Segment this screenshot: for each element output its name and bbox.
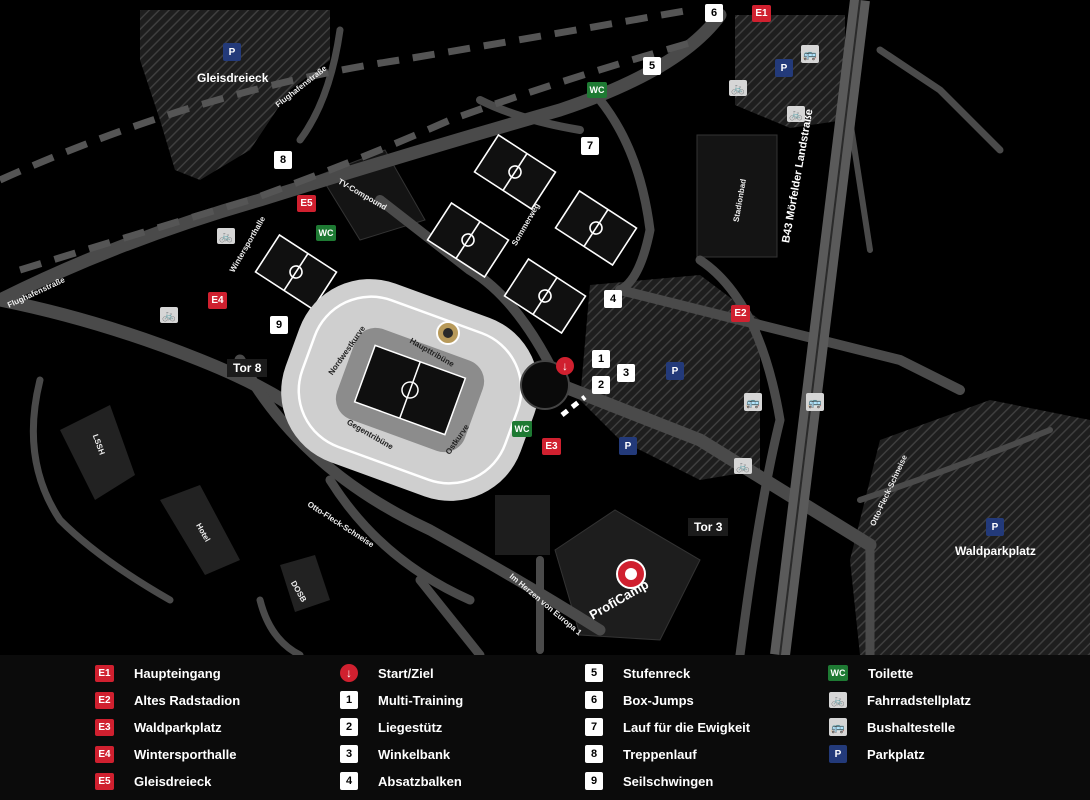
- legend-2: 2 Liegestütz: [340, 717, 442, 737]
- station-3-marker[interactable]: 3: [617, 364, 635, 382]
- legend-label: Wintersporthalle: [134, 746, 237, 762]
- station-badge: 3: [340, 745, 358, 763]
- legend-6: 6 Box-Jumps: [585, 690, 694, 710]
- legend-4: 4 Absatzbalken: [340, 771, 462, 791]
- station-6-marker[interactable]: 6: [705, 4, 723, 22]
- station-badge: 1: [340, 691, 358, 709]
- station-badge: 2: [340, 718, 358, 736]
- legend-label: Winkelbank: [378, 746, 451, 762]
- legend-5: 5 Stufenreck: [585, 663, 690, 683]
- wc-badge: WC: [828, 665, 848, 681]
- legend-e2: E2 Altes Radstadion: [95, 690, 240, 710]
- entrance-badge: E2: [95, 691, 114, 709]
- legend-label: Toilette: [868, 665, 914, 681]
- wc-marker[interactable]: WC: [316, 225, 336, 241]
- site-map: Gleisdreieck Waldparkplatz Tor 8 Tor 3 L…: [0, 0, 1090, 660]
- station-8-marker[interactable]: 8: [274, 151, 292, 169]
- entrance-badge: E4: [95, 745, 114, 763]
- legend-label: Liegestütz: [378, 719, 443, 735]
- parking-badge: P: [829, 745, 847, 763]
- entrance-e4-marker[interactable]: E4: [208, 292, 227, 309]
- station-7-marker[interactable]: 7: [581, 137, 599, 155]
- legend-9: 9 Seilschwingen: [585, 771, 713, 791]
- legend-label: Waldparkplatz: [134, 719, 222, 735]
- legend-label: Parkplatz: [867, 746, 925, 762]
- stadium: [281, 279, 539, 501]
- gate-tor8: Tor 8: [227, 359, 268, 377]
- entrance-e5-marker[interactable]: E5: [297, 195, 316, 212]
- legend-label: Lauf für die Ewigkeit: [623, 719, 751, 735]
- legend-bike: 🚲 Fahrradstellplatz: [829, 690, 971, 710]
- gleisdreieck-area: [140, 10, 330, 180]
- legend-e3: E3 Waldparkplatz: [95, 717, 222, 737]
- station-5-marker[interactable]: 5: [643, 57, 661, 75]
- station-2-marker[interactable]: 2: [592, 376, 610, 394]
- entrance-e3-marker[interactable]: E3: [542, 438, 561, 455]
- legend-1: 1 Multi-Training: [340, 690, 463, 710]
- arrow-down-circle-icon[interactable]: ↓: [556, 357, 574, 375]
- legend-wc: WC Toilette: [828, 663, 913, 683]
- bicycle-icon[interactable]: 🚲: [787, 106, 805, 122]
- legend-bus: 🚌 Bushaltestelle: [829, 717, 955, 737]
- place-gleisdreieck: Gleisdreieck: [197, 71, 269, 85]
- parking-marker[interactable]: P: [775, 59, 793, 77]
- entrance-badge: E3: [95, 718, 114, 736]
- bus-icon[interactable]: 🚌: [801, 45, 819, 63]
- legend-label: Start/Ziel: [378, 665, 434, 681]
- legend-label: Absatzbalken: [378, 773, 462, 789]
- arrow-down-circle-icon: ↓: [340, 664, 358, 682]
- legend-7: 7 Lauf für die Ewigkeit: [585, 717, 750, 737]
- legend-label: Seilschwingen: [623, 773, 714, 789]
- waldparkplatz-area: [850, 400, 1090, 655]
- bus-icon[interactable]: 🚌: [806, 393, 824, 411]
- bicycle-icon[interactable]: 🚲: [734, 458, 752, 474]
- place-waldparkplatz: Waldparkplatz: [955, 544, 1036, 558]
- legend-label: Stufenreck: [623, 665, 691, 681]
- legend-e5: E5 Gleisdreieck: [95, 771, 211, 791]
- legend-label: Bushaltestelle: [867, 719, 956, 735]
- parking-marker[interactable]: P: [619, 437, 637, 455]
- station-9-marker[interactable]: 9: [270, 316, 288, 334]
- entrance-badge: E5: [95, 772, 114, 790]
- bus-icon[interactable]: 🚌: [744, 393, 762, 411]
- station-badge: 8: [585, 745, 603, 763]
- bus-icon: 🚌: [829, 718, 847, 736]
- legend-label: Altes Radstadion: [134, 692, 241, 708]
- bicycle-icon: 🚲: [829, 692, 847, 708]
- station-badge: 5: [585, 664, 603, 682]
- legend-3: 3 Winkelbank: [340, 744, 450, 764]
- legend-label: Haupteingang: [134, 665, 221, 681]
- legend-parking: P Parkplatz: [829, 744, 925, 764]
- legend-e1: E1 Haupteingang: [95, 663, 221, 683]
- bicycle-icon[interactable]: 🚲: [160, 307, 178, 323]
- legend-label: Gleisdreieck: [134, 773, 212, 789]
- entrance-e2-marker[interactable]: E2: [731, 305, 750, 322]
- station-badge: 4: [340, 772, 358, 790]
- training-fields: [254, 133, 638, 335]
- legend-e4: E4 Wintersporthalle: [95, 744, 236, 764]
- map-legend: E1 Haupteingang E2 Altes Radstadion E3 Wald…: [0, 655, 1090, 800]
- wc-marker[interactable]: WC: [587, 82, 607, 98]
- station-badge: 9: [585, 772, 603, 790]
- legend-start: ↓ Start/Ziel: [340, 663, 434, 683]
- legend-8: 8 Treppenlauf: [585, 744, 697, 764]
- legend-label: Box-Jumps: [623, 692, 694, 708]
- legend-label: Fahrradstellplatz: [867, 692, 972, 708]
- parking-marker[interactable]: P: [986, 518, 1004, 536]
- parking-marker[interactable]: P: [666, 362, 684, 380]
- station-badge: 7: [585, 718, 603, 736]
- map-canvas: [0, 0, 1090, 660]
- entrance-e1-marker[interactable]: E1: [752, 5, 771, 22]
- wc-marker[interactable]: WC: [512, 421, 532, 437]
- station-badge: 6: [585, 691, 603, 709]
- gate-tor3: Tor 3: [688, 518, 729, 536]
- bicycle-icon[interactable]: 🚲: [217, 228, 235, 244]
- station-1-marker[interactable]: 1: [592, 350, 610, 368]
- legend-label: Multi-Training: [378, 692, 464, 708]
- station-4-marker[interactable]: 4: [604, 290, 622, 308]
- legend-label: Treppenlauf: [623, 746, 697, 762]
- parking-marker[interactable]: P: [223, 43, 241, 61]
- entrance-badge: E1: [95, 664, 114, 682]
- bicycle-icon[interactable]: 🚲: [729, 80, 747, 96]
